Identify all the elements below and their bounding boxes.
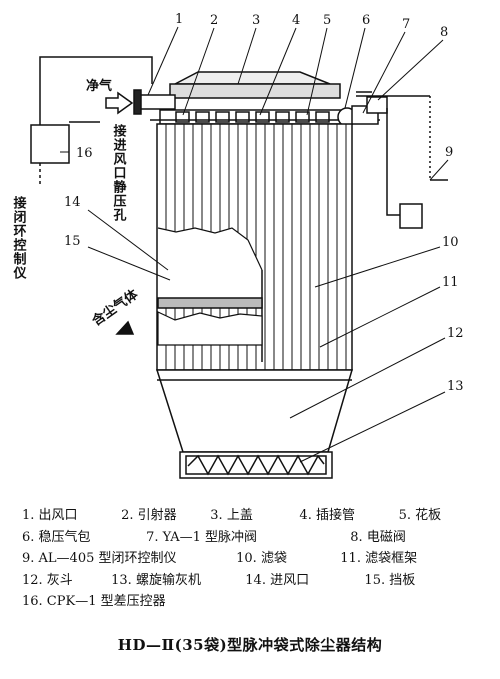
clean-gas-arrow [105,91,134,115]
callout-6: 6 [362,13,370,28]
closed-loop-controller [399,203,423,229]
callout-12: 12 [447,326,464,341]
legend-item: 4. 插接管 [299,508,355,523]
inlet-opening [157,311,263,346]
control-line-16 [39,56,153,128]
callout-2: 2 [210,13,218,28]
callout-7: 7 [402,17,410,32]
legend-row-5: 16. CPK—1 型差压控器 [22,591,492,613]
callout-13: 13 [447,379,464,394]
outlet-pipe [139,94,176,110]
legend-item: 1. 出风口 [22,508,78,523]
callout-3: 3 [252,13,260,28]
baffle [157,297,263,309]
legend-row-2: 6. 稳压气包 7. YA—1 型脉冲阀 8. 电磁阀 [22,527,492,549]
clean-gas-label: 净气 [86,78,112,94]
callout-4: 4 [292,13,300,28]
differential-pressure-controller [30,124,70,164]
screw-flight [187,454,325,476]
legend-row-4: 12. 灰斗 13. 螺旋输灰机 14. 进风口 15. 挡板 [22,570,492,592]
callout-16: 16 [76,146,93,161]
legend-item: 9. AL—405 型闭环控制仪 [22,551,177,566]
legend-item: 3. 上盖 [210,508,253,523]
callout-14: 14 [64,195,81,210]
dust-collector-diagram: 1 2 3 4 5 6 7 8 9 10 11 12 13 14 15 16 净… [11,12,464,479]
callout-numbers: 1 2 3 4 5 6 7 8 9 10 11 12 13 14 15 16 [64,12,464,394]
cutaway-area [158,228,262,300]
static-port-label: 接进风口静压孔 [111,123,127,222]
legend-item: 7. YA—1 型脉冲阀 [146,529,258,545]
legend-item: 13. 螺旋输灰机 [111,572,201,588]
figure-caption: HD—Ⅱ(35袋)型脉冲袋式除尘器结构 [117,636,383,654]
dusty-gas-label: 含尘气体 [88,286,141,330]
legend-item: 14. 进风口 [245,572,310,588]
legend-item: 8. 电磁阀 [350,529,406,545]
closed-loop-label: 接闭环控制仪 [11,195,28,280]
top-cover-band [169,83,341,99]
ash-hopper [155,369,354,453]
legend-item: 11. 滤袋框架 [340,551,418,566]
legend-item: 6. 稳压气包 [22,529,91,545]
legend-row-1: 1. 出风口 2. 引射器 3. 上盖 4. 插接管 5. 花板 [22,505,492,527]
callout-9: 9 [445,145,453,160]
parts-legend: 1. 出风口 2. 引射器 3. 上盖 4. 插接管 5. 花板 6. 稳压气包… [22,505,492,613]
legend-item: 12. 灰斗 [22,572,73,588]
outlet-flange [133,89,142,115]
cutaway-edge [157,227,263,271]
leader-lines [60,26,449,463]
legend-item: 10. 滤袋 [236,551,287,566]
injector-row [175,111,330,123]
callout-8: 8 [440,25,448,40]
callout-1: 1 [175,12,183,27]
callout-11: 11 [442,275,459,290]
dusty-gas-arrow [115,320,135,335]
legend-row-3: 9. AL—405 型闭环控制仪 10. 滤袋 11. 滤袋框架 [22,548,492,570]
legend-item: 2. 引射器 [121,508,177,523]
callout-15: 15 [64,234,81,249]
callout-5: 5 [323,13,331,28]
top-cover [174,71,331,85]
legend-item: 5. 花板 [398,508,442,523]
legend-item: 15. 挡板 [364,572,416,588]
callout-10: 10 [442,235,459,250]
control-line-9 [386,108,400,216]
legend-item: 16. CPK—1 型差压控器 [22,594,166,609]
